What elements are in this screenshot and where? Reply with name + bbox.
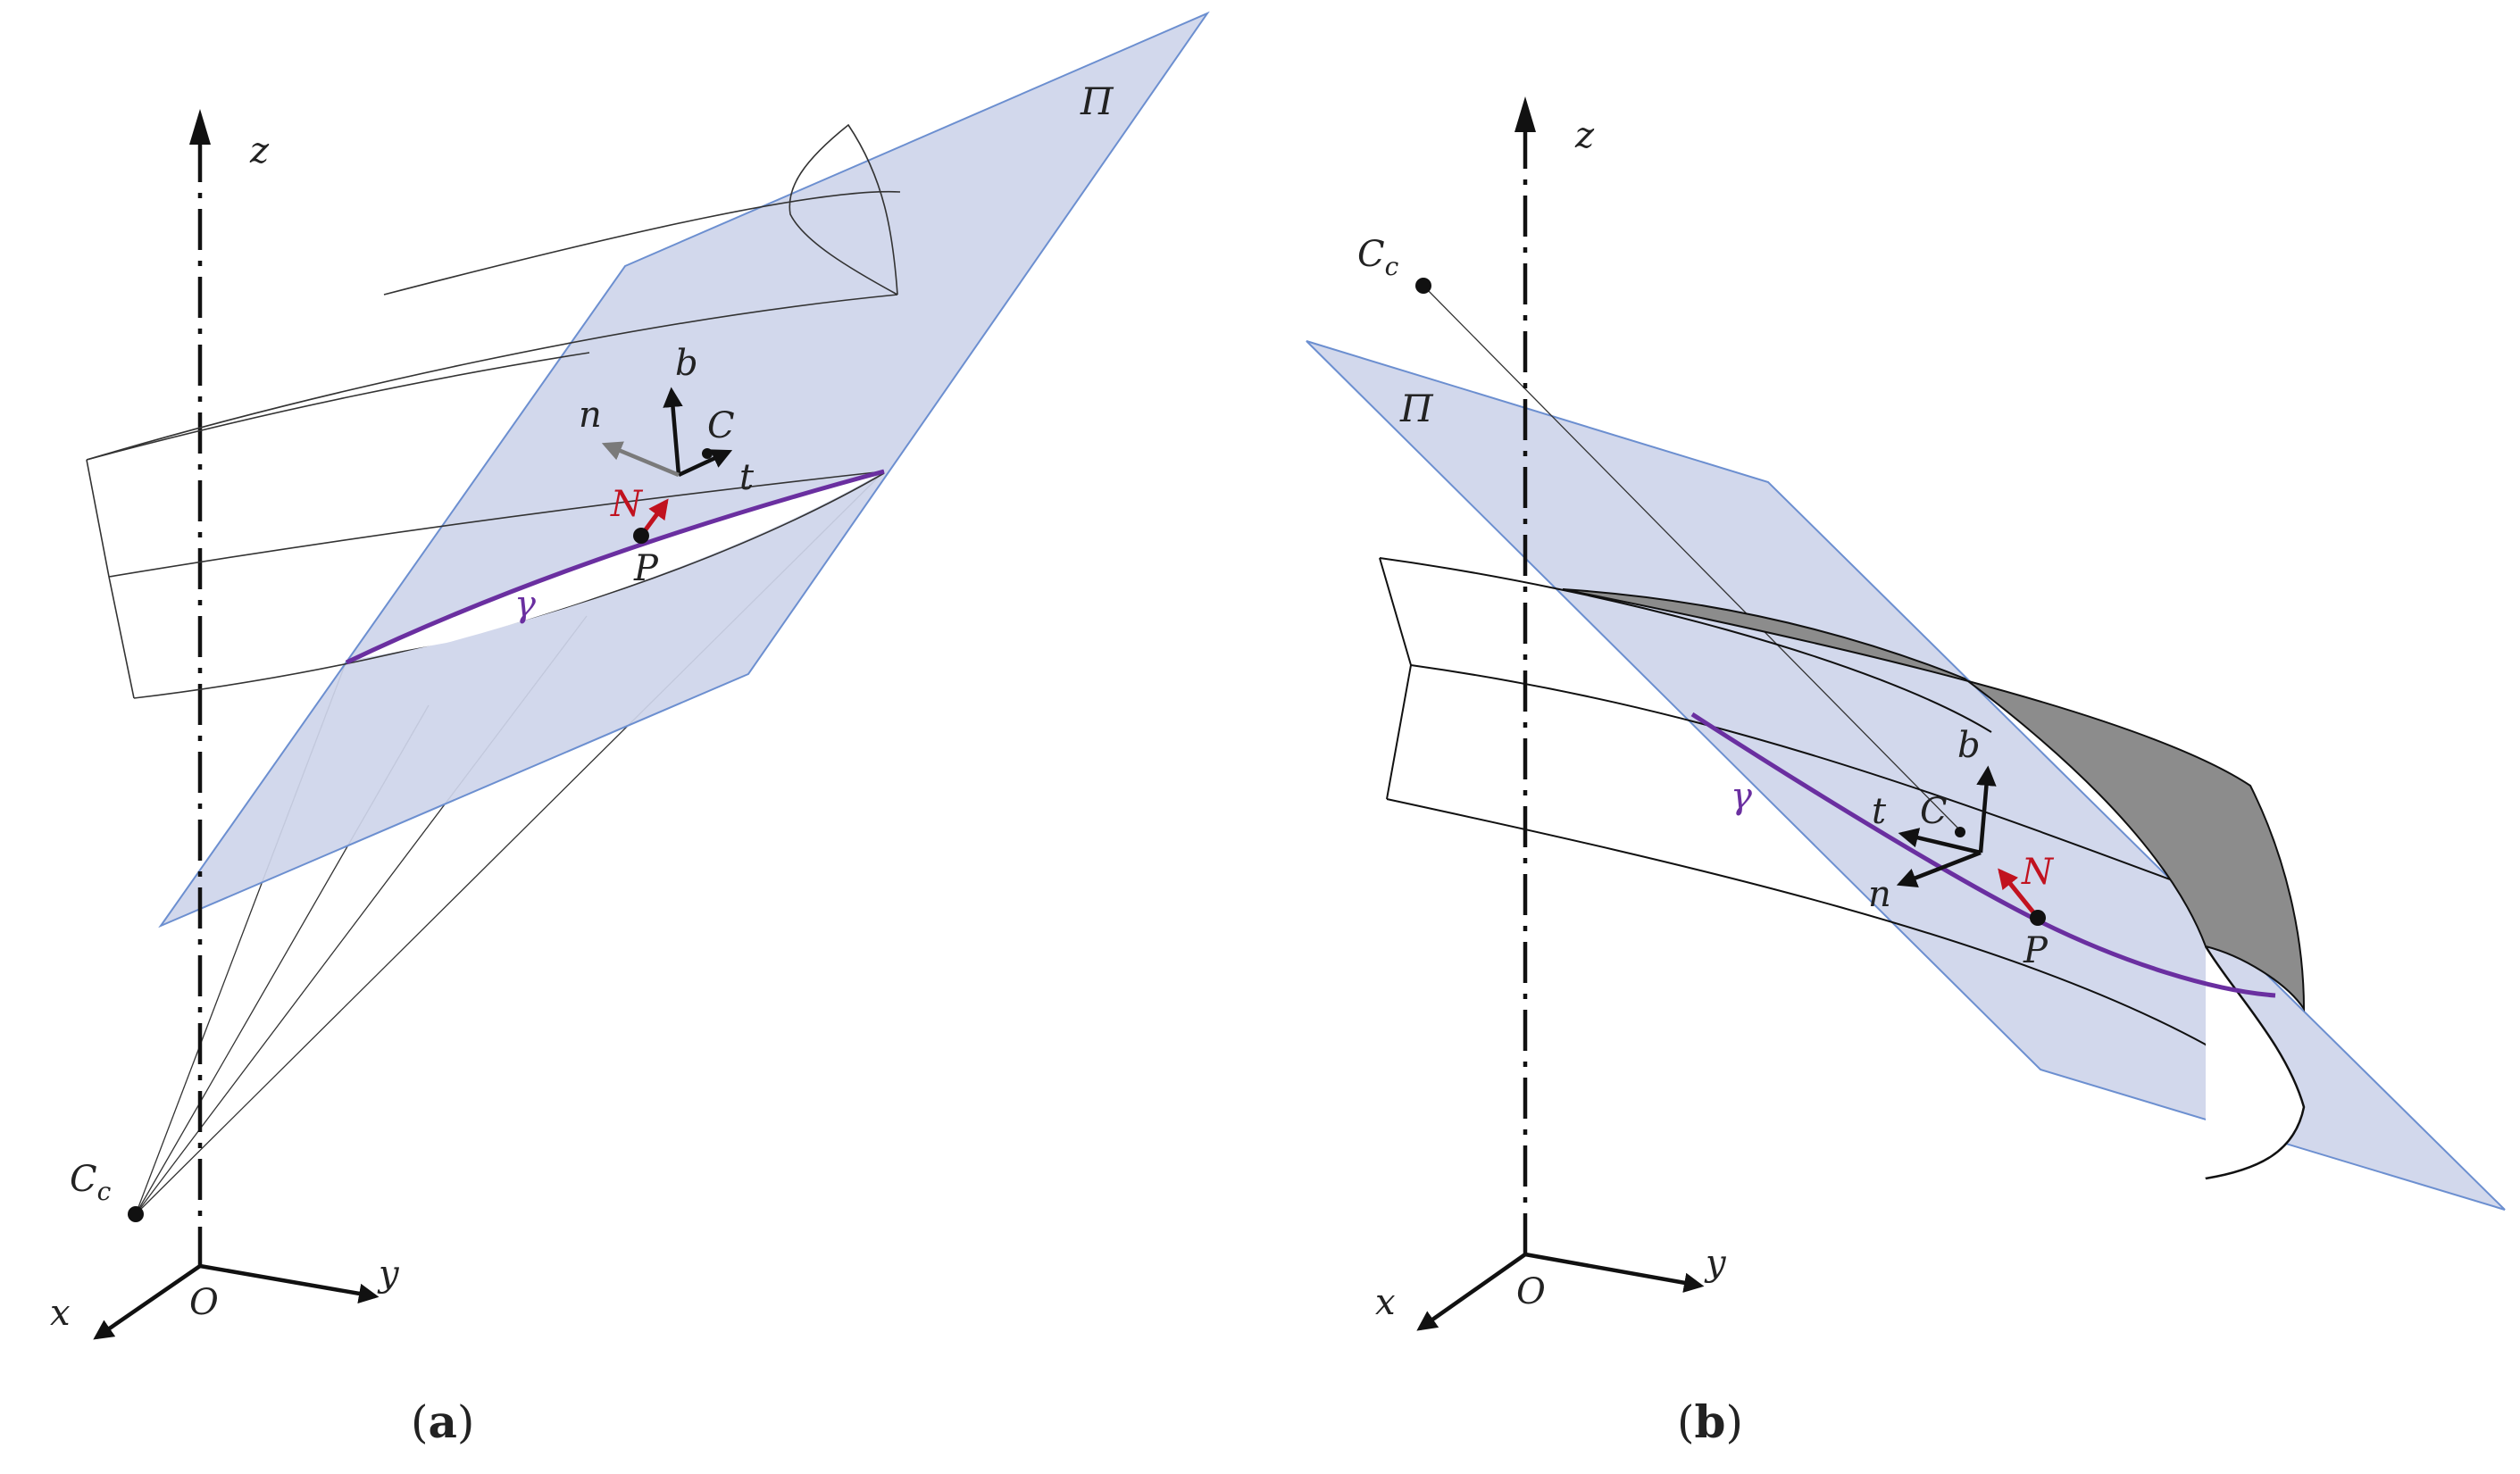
label-n-b: n bbox=[1868, 874, 1891, 915]
label-y-a: y bbox=[377, 1253, 400, 1295]
y-axis-a bbox=[199, 1263, 380, 1304]
label-t-a: t bbox=[739, 457, 755, 498]
vector-t-b bbox=[1898, 828, 1982, 855]
label-gamma-b: γ bbox=[1731, 776, 1752, 817]
center-point-a bbox=[702, 448, 713, 459]
label-b-b: b bbox=[1957, 725, 1981, 766]
label-camera-center-a: Cc bbox=[70, 1159, 112, 1206]
cut-gap-a bbox=[348, 471, 884, 661]
caption-a: (a) bbox=[411, 1395, 474, 1448]
x-axis-a bbox=[93, 1264, 202, 1340]
y-axis-b bbox=[1524, 1252, 1705, 1293]
point-P-b bbox=[2030, 910, 2046, 926]
vector-b-b bbox=[1976, 765, 1997, 854]
label-C-a: C bbox=[707, 405, 735, 446]
projection-ray-b bbox=[1423, 285, 1961, 831]
label-camera-center-b: Cc bbox=[1357, 234, 1399, 281]
bar-top-edge-a bbox=[86, 352, 590, 461]
bevel-flap-b bbox=[1562, 588, 2306, 1012]
label-pi-a: Π bbox=[1080, 79, 1114, 123]
panel-a: z Π b n C t N P γ Cc x O y (a) bbox=[50, 11, 1210, 1448]
label-t-b: t bbox=[1872, 791, 1887, 832]
x-axis-b bbox=[1416, 1253, 1527, 1331]
label-O-b: O bbox=[1516, 1271, 1546, 1312]
label-C-b: C bbox=[1920, 791, 1948, 832]
label-pi-b: Π bbox=[1399, 387, 1434, 430]
label-P-a: P bbox=[633, 548, 659, 589]
caption-b: (b) bbox=[1677, 1395, 1743, 1448]
label-gamma-a: γ bbox=[514, 584, 536, 625]
vector-n-a bbox=[601, 441, 680, 478]
label-b-a: b bbox=[675, 343, 698, 384]
profile-body-a bbox=[86, 123, 901, 699]
label-x-b: x bbox=[1375, 1282, 1396, 1323]
label-z-a: z bbox=[249, 130, 270, 171]
label-y-b: y bbox=[1704, 1243, 1727, 1284]
z-axis-arrowhead-a bbox=[189, 109, 211, 145]
curve-gamma-b bbox=[1690, 712, 2276, 998]
label-z-b: z bbox=[1574, 115, 1595, 156]
vector-b-a bbox=[663, 387, 683, 476]
bevel-edge-b bbox=[2204, 945, 2306, 1180]
label-x-a: x bbox=[50, 1293, 71, 1334]
point-P-a bbox=[633, 528, 649, 544]
label-O-a: O bbox=[189, 1282, 219, 1323]
camera-center-point-a bbox=[128, 1206, 144, 1222]
vector-n-b bbox=[1896, 850, 1982, 887]
label-n-a: n bbox=[579, 395, 602, 436]
camera-center-point-b bbox=[1415, 278, 1431, 294]
plane-pi-a bbox=[158, 11, 1210, 929]
curve-gamma-a bbox=[345, 469, 885, 665]
panel-b: z Cc Π γ b t C n N P x O y (b) bbox=[1306, 96, 2506, 1448]
label-N-a: N bbox=[610, 484, 644, 525]
label-P-b: P bbox=[2023, 930, 2049, 971]
vector-t-a bbox=[678, 449, 733, 478]
label-N-b: N bbox=[2021, 852, 2055, 893]
vector-N-b bbox=[1998, 868, 2040, 920]
z-axis-arrowhead-b bbox=[1515, 96, 1536, 132]
center-point-b bbox=[1955, 827, 1965, 837]
